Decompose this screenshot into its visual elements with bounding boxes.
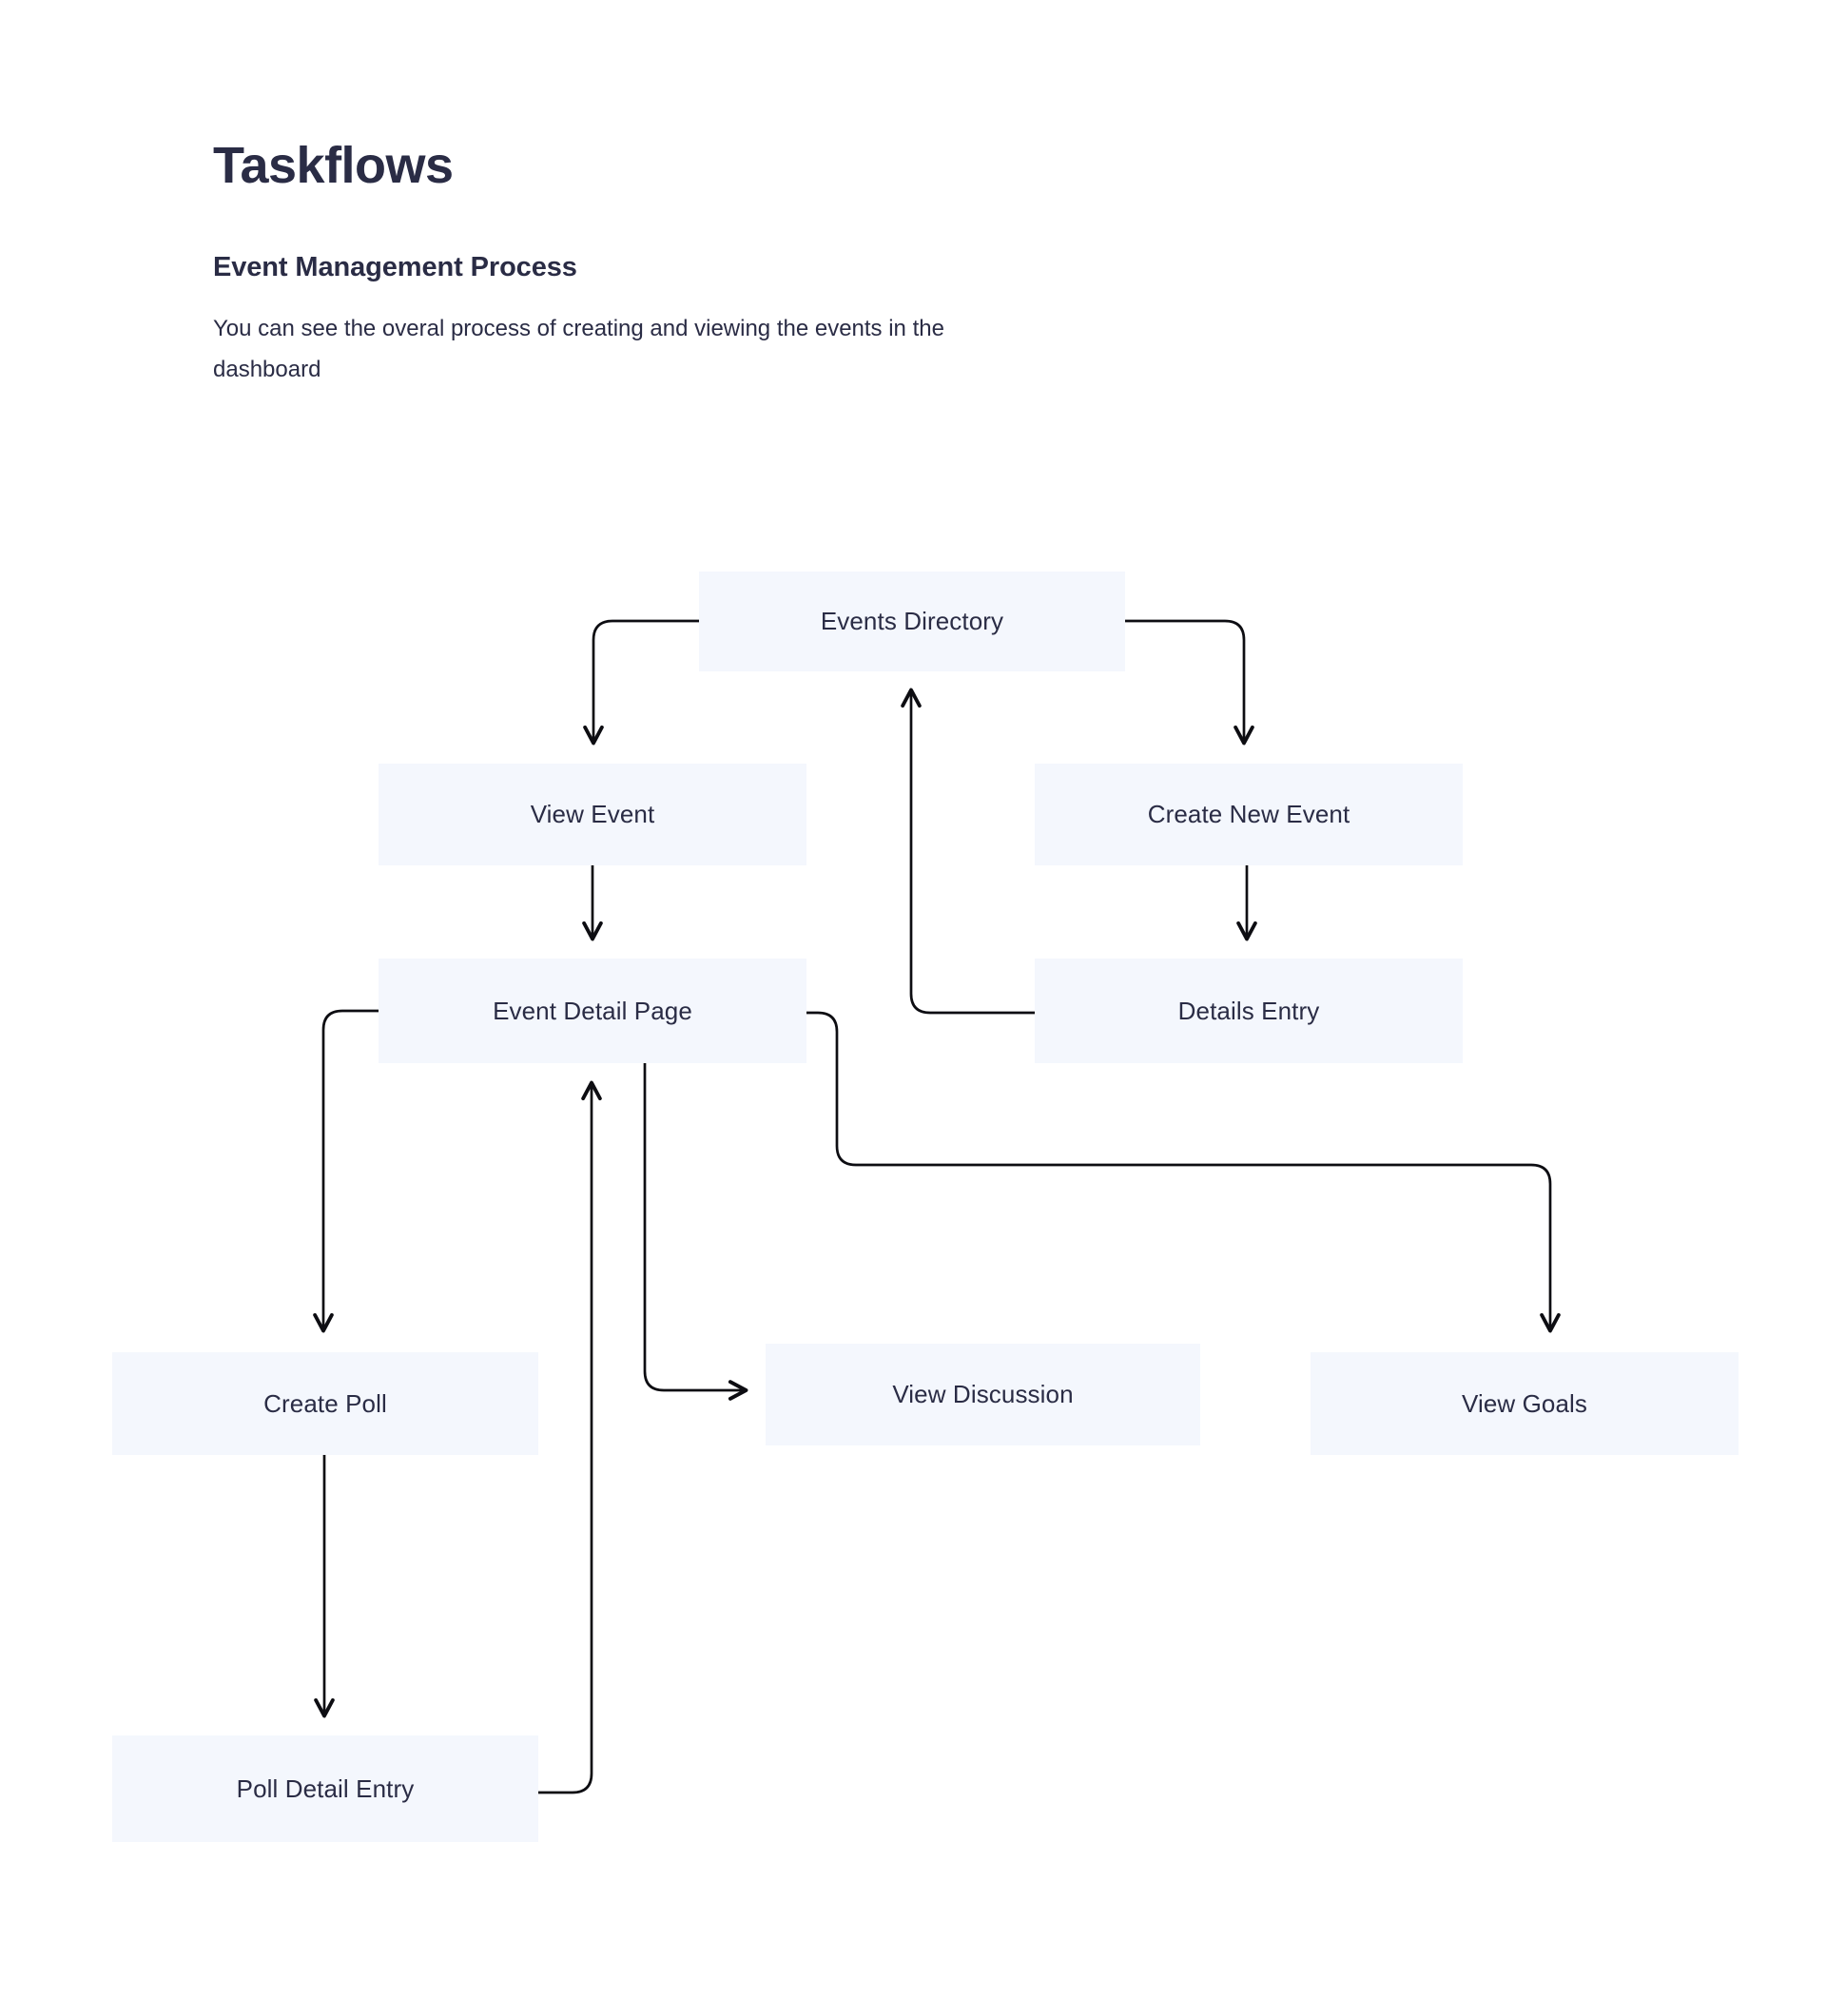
edge-detail-to-create-poll	[313, 1009, 379, 1333]
node-label: Create Poll	[263, 1388, 387, 1418]
edge-poll-detail-to-detail	[538, 1080, 602, 1794]
node-label: Events Directory	[820, 607, 1004, 635]
node-label: View Goals	[1461, 1388, 1588, 1418]
node-label: View Discussion	[892, 1380, 1074, 1408]
node-details-entry[interactable]: Details Entry	[1035, 959, 1463, 1063]
edge-details-entry-to-directory	[901, 688, 1035, 1015]
page-title: Taskflows	[213, 137, 454, 194]
node-events-directory[interactable]: Events Directory	[699, 572, 1125, 671]
node-poll-detail-entry[interactable]: Poll Detail Entry	[112, 1735, 538, 1842]
section-title: Event Management Process	[213, 251, 577, 282]
node-label: Poll Detail Entry	[236, 1774, 415, 1803]
edge-directory-to-view-event	[583, 619, 699, 746]
node-create-poll[interactable]: Create Poll	[112, 1352, 538, 1455]
node-label: Create New Event	[1147, 800, 1350, 828]
node-label: View Event	[530, 800, 655, 828]
node-label: Details Entry	[1177, 996, 1320, 1025]
node-label: Event Detail Page	[493, 996, 692, 1025]
node-view-event[interactable]: View Event	[379, 764, 806, 865]
header: Taskflows Event Management Process You c…	[213, 139, 1259, 391]
edge-detail-to-view-discussion	[643, 1063, 748, 1401]
node-view-goals[interactable]: View Goals	[1311, 1352, 1739, 1455]
node-create-new-event[interactable]: Create New Event	[1035, 764, 1463, 865]
node-view-discussion[interactable]: View Discussion	[766, 1344, 1200, 1445]
node-event-detail-page[interactable]: Event Detail Page	[379, 959, 806, 1063]
edge-directory-to-create-event	[1125, 619, 1254, 746]
section-description: You can see the overal process of creati…	[213, 315, 944, 383]
